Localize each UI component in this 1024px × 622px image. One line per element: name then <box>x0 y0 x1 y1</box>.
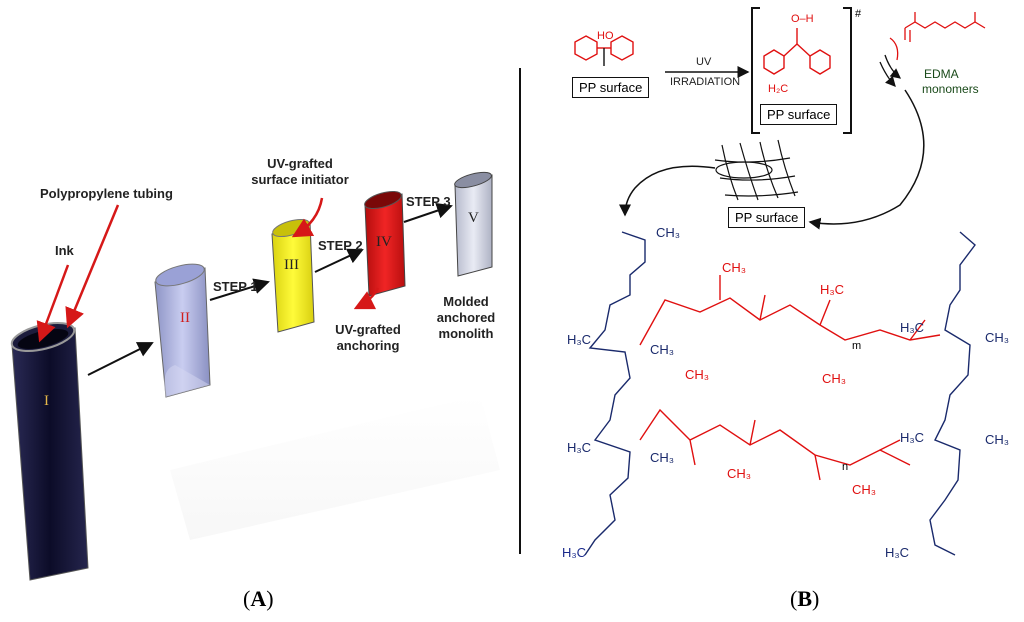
n-label: n <box>842 461 849 473</box>
curve-arrow-right <box>808 89 925 230</box>
tube-iv <box>364 190 406 297</box>
ch3-left-1: CH₃ <box>650 342 675 357</box>
initiator-label-line1: UV-grafted <box>267 156 333 171</box>
h2c-label: H₂C <box>768 83 789 95</box>
monolith-label-line1: Molded <box>443 294 489 309</box>
initiator-arrow <box>291 197 324 238</box>
pp-mesh <box>714 139 799 201</box>
ketyl-radical <box>763 28 831 75</box>
anchoring-label-line2: anchoring <box>336 338 400 353</box>
monomers-label: monomers <box>922 82 979 96</box>
monolith-label-line3: monolith <box>438 326 494 341</box>
ch3-right-2: CH₃ <box>985 432 1010 447</box>
h3c-bottom-right: H₃C <box>885 545 910 560</box>
ch3-top-red: CH₃ <box>722 260 747 275</box>
panel-divider <box>519 68 521 554</box>
tubing-arrow-1 <box>65 204 120 329</box>
h3c-left-1: H₃C <box>567 332 592 347</box>
benzophenone <box>574 35 634 66</box>
arrow-1 <box>87 342 154 376</box>
panel-a-letter: A <box>250 586 267 611</box>
ch3-mid-1: CH₃ <box>685 367 710 382</box>
step3-label: STEP 3 <box>406 194 451 209</box>
monolith-label: Molded anchored monolith <box>426 294 506 342</box>
arrow-step2 <box>314 248 364 273</box>
ch3-mid-2: CH₃ <box>822 371 847 386</box>
anchoring-label-line1: UV-grafted <box>335 322 401 337</box>
panel-a-label: (A) <box>243 586 274 611</box>
arrow-step1 <box>209 278 270 301</box>
pp-surface-box-1: PP surface <box>572 77 650 98</box>
ch3-top-left: CH₃ <box>656 225 681 240</box>
monolith-label-line2: anchored <box>436 310 496 325</box>
edma-structure <box>889 12 986 61</box>
tube-iv-label: IV <box>376 234 392 250</box>
ho-label: HO <box>597 30 614 42</box>
tube-i-label: I <box>44 393 49 409</box>
edma-label: EDMA <box>924 67 959 81</box>
anchoring-label: UV-grafted anchoring <box>318 322 418 354</box>
irradiation-label: IRRADIATION <box>670 76 741 88</box>
pp-surface-box-2: PP surface <box>760 104 838 125</box>
panel-b-label: (B) <box>790 586 820 611</box>
uv-label: UV <box>696 56 712 68</box>
network-red <box>639 275 941 481</box>
tube-ii <box>154 263 211 398</box>
h3c-top-red: H₃C <box>820 282 845 297</box>
tube-iii-label: III <box>284 257 299 273</box>
h3c-right-2: H₃C <box>900 430 925 445</box>
ch3-mid-4: CH₃ <box>852 482 877 497</box>
panel-b-letter: B <box>797 586 813 611</box>
h3c-right-1: H₃C <box>900 320 925 335</box>
step1-label: STEP 1 <box>213 279 258 294</box>
initiator-label: UV-grafted surface initiator <box>240 156 360 188</box>
tubing-label: Polypropylene tubing <box>40 186 173 201</box>
m-label: m <box>852 340 862 352</box>
network-blue <box>584 231 976 556</box>
anchoring-arrow <box>353 287 380 310</box>
initiator-label-line2: surface initiator <box>251 172 349 187</box>
ink-arrow <box>36 264 70 343</box>
radical-marker: # <box>855 8 862 20</box>
h3c-left-2: H₃C <box>567 440 592 455</box>
pp-surface-box-3: PP surface <box>728 207 806 228</box>
ch3-right-1: CH₃ <box>985 330 1010 345</box>
ch3-left-2: CH₃ <box>650 450 675 465</box>
tube-ii-label: II <box>180 310 190 326</box>
ink-label: Ink <box>55 243 74 258</box>
step2-label: STEP 2 <box>318 238 363 253</box>
oh-label: O–H <box>791 13 814 25</box>
tube-v <box>454 171 493 277</box>
curve-arrow-left <box>619 165 716 217</box>
h3c-bottom-left: H₃C <box>562 545 587 560</box>
tube-v-label: V <box>468 210 479 226</box>
arrow-step3 <box>403 202 453 223</box>
ch3-mid-3: CH₃ <box>727 466 752 481</box>
